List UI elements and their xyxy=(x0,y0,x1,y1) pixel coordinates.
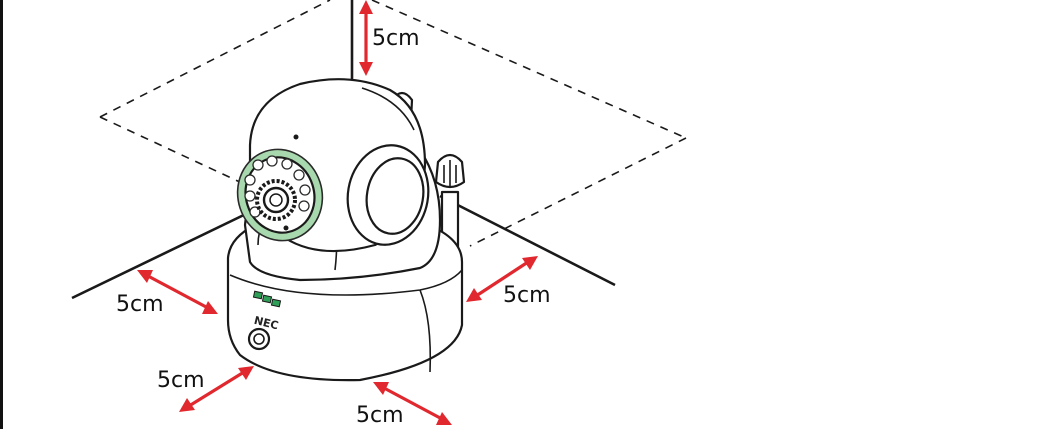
microphone-hole-icon xyxy=(293,134,299,140)
left-border-line xyxy=(0,0,3,429)
label-back-right-clearance: 5cm xyxy=(503,283,551,308)
arrow-back-left xyxy=(137,270,218,314)
ir-led-icon xyxy=(244,174,256,186)
ir-led-icon xyxy=(299,184,311,196)
label-top-clearance: 5cm xyxy=(372,26,420,51)
side-pan-disk xyxy=(346,144,430,246)
power-button-icon xyxy=(247,327,271,351)
ir-led-icon xyxy=(266,155,278,167)
sensor-hole-icon xyxy=(283,225,289,231)
camera-brand-logo: NEC xyxy=(253,314,280,333)
ir-led-icon xyxy=(293,169,305,181)
arrow-front-right xyxy=(373,382,452,425)
floor-wall-lines xyxy=(71,0,616,300)
label-front-left-clearance: 5cm xyxy=(157,368,205,393)
network-camera: NEC xyxy=(226,78,466,382)
status-led-icon xyxy=(261,294,273,304)
ir-led-icon xyxy=(298,200,310,212)
label-front-right-clearance: 5cm xyxy=(356,403,404,428)
ir-led-icon xyxy=(252,159,264,171)
arrow-back-right xyxy=(466,256,538,302)
ir-led-icon xyxy=(281,158,293,170)
lens-assembly xyxy=(236,148,324,242)
clearance-arrows xyxy=(137,0,538,425)
status-led-icon xyxy=(252,290,264,300)
arrow-front-left xyxy=(179,366,254,412)
right-antenna xyxy=(434,153,466,272)
status-led-icon xyxy=(270,298,282,308)
arrow-top xyxy=(359,0,373,76)
status-panel: NEC xyxy=(247,290,282,351)
label-back-left-clearance: 5cm xyxy=(116,292,164,317)
ir-led-icon xyxy=(244,190,256,202)
